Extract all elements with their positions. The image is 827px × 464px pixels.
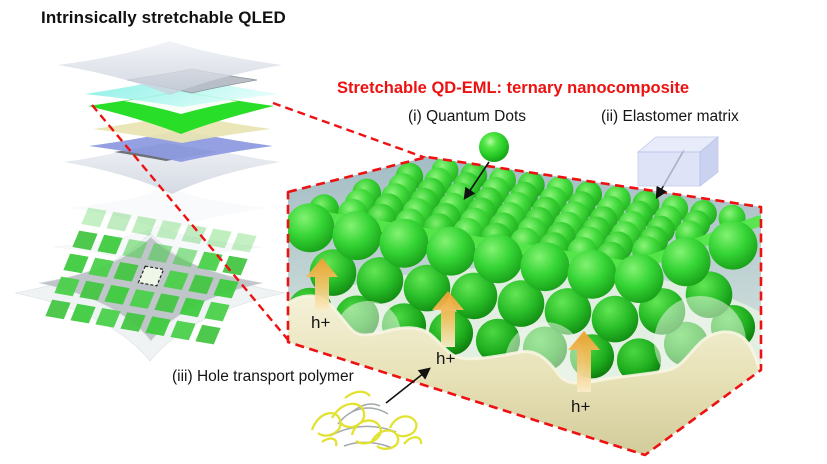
quantum-dot [450,272,498,320]
qd-spheres-top [309,157,746,272]
hole-carrier-label: h+ [311,313,331,332]
pixel [181,224,207,244]
pixel [170,320,196,341]
projection-lines [91,101,427,342]
quantum-dot [356,257,404,304]
pixel [122,239,148,259]
quantum-dot [288,203,335,253]
pixel [63,253,89,274]
figure-title: Intrinsically stretchable QLED [41,8,286,27]
pixel [206,228,232,249]
hole-transport-layer [288,295,759,455]
cube-front [637,151,701,187]
polymer-coil-icon [310,390,423,450]
label-hole-transport-polymer: (iii) Hole transport polymer [172,368,354,385]
pixel [231,232,257,253]
pixel [172,247,198,267]
pixel [45,299,71,320]
nanocomposite-block-illustration [286,155,763,457]
hole-transport-layer-lip [288,294,761,385]
pixel [197,251,223,272]
stack-layer [85,76,279,107]
pixel [72,230,98,251]
hole-carrier-label: h+ [571,397,591,416]
pixel [79,280,105,301]
quantum-dot [403,264,451,312]
pixel [156,220,182,240]
annotation-arrow-polymer [385,367,431,404]
pixel [154,293,180,313]
quantum-dot [544,288,592,335]
quantum-dot [473,234,523,284]
inset-heading: Stretchable QD-EML: ternary nanocomposit… [337,79,690,97]
pixel [129,289,155,309]
quantum-dot [567,249,617,299]
pixel [81,207,107,228]
highlighted-pixel [137,265,165,287]
annotation-arrow-qd [463,161,490,200]
zoom-outline [286,155,763,457]
pixel [195,324,221,345]
quantum-dot [332,211,382,261]
quantum-dot [708,220,758,270]
hole-arrow-icon [568,331,600,392]
quantum-dot [379,218,429,268]
pixel [104,285,130,305]
pixel [147,243,173,263]
hole-arrow-icon [306,258,338,311]
hole-injection-arrows [306,258,600,392]
quantum-dot [614,254,664,303]
pixel [179,297,205,318]
pixel-array-pixels [45,207,257,345]
pixel [95,308,121,328]
label-quantum-dots: (i) Quantum Dots [408,108,527,125]
pixel [131,216,157,236]
quantum-dot [426,226,476,276]
pixel [113,262,139,282]
device-stack-illustration [58,41,282,232]
quantum-dot [591,295,639,343]
stack-layer [64,136,280,194]
pixel [213,278,239,299]
quantum-dot [661,237,711,287]
pixel [106,211,132,232]
quantum-dot [520,242,570,292]
projection-line [272,101,427,160]
elastomer-cube-icon [636,136,720,187]
pixel [188,274,214,295]
hole-arrow-icon [432,291,464,347]
stack-layer [68,188,268,232]
pixel [120,312,146,332]
pixel [145,316,171,336]
label-elastomer-matrix: (ii) Elastomer matrix [601,108,739,125]
stack-layer [58,41,282,95]
pixel [70,303,96,324]
pixel [204,301,230,322]
hole-carrier-label: h+ [436,349,456,368]
quantum-dot [497,280,545,327]
pixel [88,257,114,278]
pixel [97,234,123,255]
pixel [163,270,189,290]
pixel [54,276,80,297]
quantum-dot-icon [479,132,509,162]
quantum-dot [616,338,662,383]
stack-layer [89,130,273,162]
